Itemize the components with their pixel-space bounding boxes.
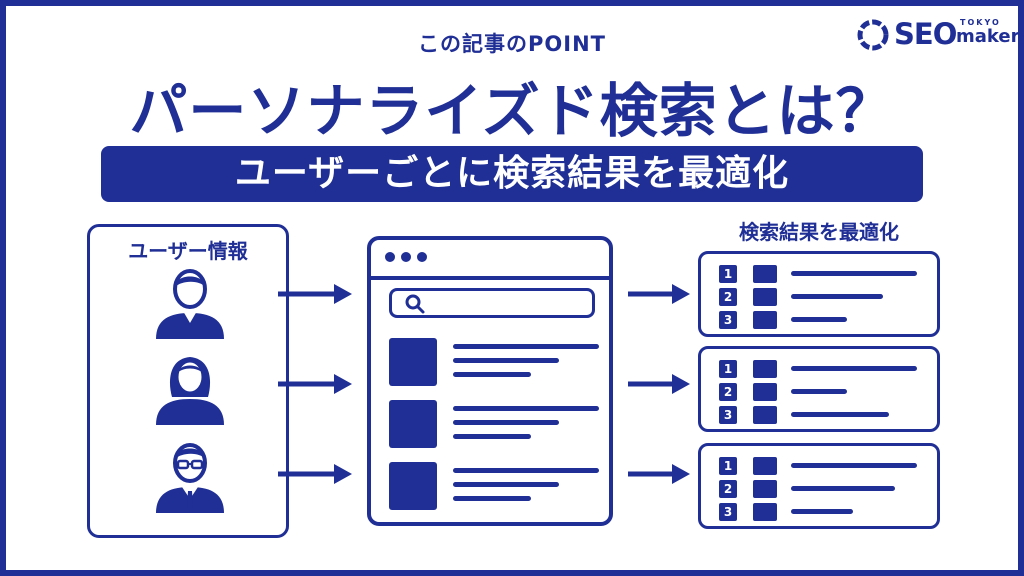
rank-number: 2	[719, 480, 737, 498]
arrow-right-icon	[628, 464, 690, 484]
user-info-title: ユーザー情報	[128, 239, 248, 263]
seo-maker-logo: SEO TOKYO maker	[856, 14, 1020, 54]
optimized-results-title: 検索結果を最適化	[739, 220, 899, 244]
rank-thumbnail	[753, 457, 777, 475]
ranked-result-row[interactable]: 3	[719, 503, 929, 521]
point-label: この記事のPOINT	[418, 32, 606, 56]
rank-number: 3	[719, 406, 737, 424]
rank-text-line	[791, 463, 917, 468]
result-thumbnail	[389, 338, 437, 386]
arrow-right-icon	[278, 374, 352, 394]
ranked-result-row[interactable]: 2	[719, 288, 929, 306]
rank-text-line	[791, 317, 847, 322]
ranked-result-row[interactable]: 3	[719, 406, 929, 424]
ranked-results-card: 1 2 3	[698, 251, 940, 337]
summary-banner: ユーザーごとに検索結果を最適化	[101, 146, 923, 202]
window-dot-icon	[401, 252, 411, 262]
rank-thumbnail	[753, 503, 777, 521]
man-user-icon	[156, 269, 224, 339]
rank-number: 3	[719, 503, 737, 521]
window-dot-icon	[385, 252, 395, 262]
result-text-line	[453, 406, 599, 411]
ranked-result-row[interactable]: 3	[719, 311, 929, 329]
logo-maker-text: maker	[956, 26, 1020, 47]
rank-thumbnail	[753, 311, 777, 329]
rank-thumbnail	[753, 383, 777, 401]
ranked-results-card: 1 2 3	[698, 443, 940, 529]
ranked-result-row[interactable]: 1	[719, 457, 929, 475]
rank-text-line	[791, 294, 883, 299]
result-thumbnail	[389, 400, 437, 448]
search-result-item[interactable]	[389, 400, 599, 450]
ranked-result-row[interactable]: 1	[719, 360, 929, 378]
search-icon	[405, 294, 425, 314]
woman-user-icon	[156, 357, 224, 425]
rank-text-line	[791, 389, 847, 394]
rank-number: 1	[719, 457, 737, 475]
result-text-line	[453, 344, 599, 349]
arrow-right-icon	[628, 374, 690, 394]
rank-text-line	[791, 412, 889, 417]
rank-thumbnail	[753, 406, 777, 424]
search-browser-window	[367, 236, 613, 526]
search-result-item[interactable]	[389, 338, 599, 388]
rank-text-line	[791, 486, 895, 491]
rank-number: 2	[719, 383, 737, 401]
rank-thumbnail	[753, 480, 777, 498]
result-text-line	[453, 358, 559, 363]
page-title: パーソナライズド検索とは？	[129, 77, 895, 145]
rank-thumbnail	[753, 265, 777, 283]
result-text-line	[453, 496, 531, 501]
ranked-result-row[interactable]: 2	[719, 383, 929, 401]
search-result-item[interactable]	[389, 462, 599, 512]
rank-number: 1	[719, 360, 737, 378]
rank-text-line	[791, 509, 853, 514]
logo-tokyo-text: TOKYO	[960, 18, 1001, 27]
arrow-right-icon	[628, 284, 690, 304]
logo-seo-text: SEO	[894, 17, 957, 51]
result-text-line	[453, 482, 559, 487]
result-text-line	[453, 468, 599, 473]
window-dot-icon	[417, 252, 427, 262]
result-thumbnail	[389, 462, 437, 510]
rank-thumbnail	[753, 360, 777, 378]
rank-number: 1	[719, 265, 737, 283]
result-text-line	[453, 434, 531, 439]
rank-number: 2	[719, 288, 737, 306]
ranked-results-card: 1 2 3	[698, 346, 940, 432]
businessman-glasses-user-icon	[156, 443, 224, 513]
rank-text-line	[791, 271, 917, 276]
arrow-right-icon	[278, 284, 352, 304]
browser-title-bar	[371, 240, 609, 280]
result-text-line	[453, 420, 559, 425]
result-text-line	[453, 372, 531, 377]
user-info-panel: ユーザー情報	[87, 224, 289, 538]
search-input[interactable]	[389, 288, 595, 318]
arrow-right-icon	[278, 464, 352, 484]
rank-text-line	[791, 366, 917, 371]
ranked-result-row[interactable]: 1	[719, 265, 929, 283]
rank-thumbnail	[753, 288, 777, 306]
ranked-result-row[interactable]: 2	[719, 480, 929, 498]
logo-circle-icon	[857, 19, 889, 51]
rank-number: 3	[719, 311, 737, 329]
